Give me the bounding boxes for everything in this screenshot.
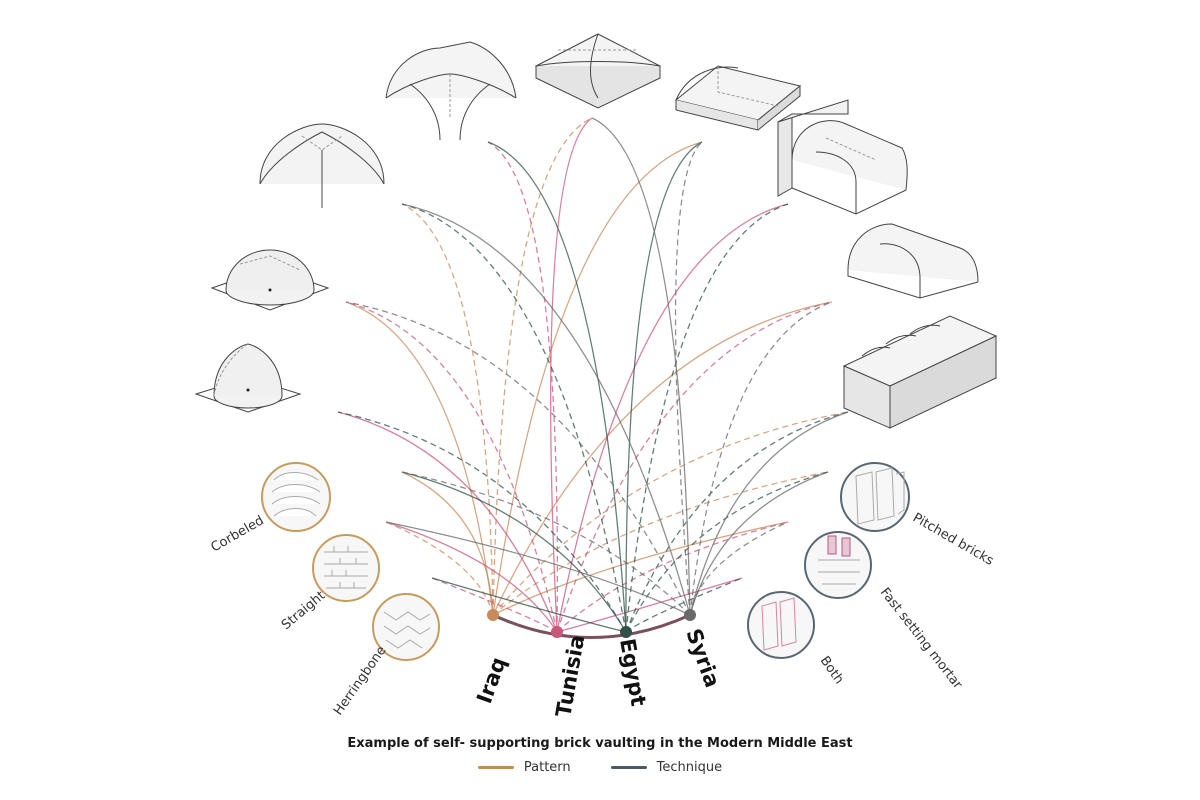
- country-node-tunisia: [551, 626, 563, 638]
- link-iraq-5: [492, 141, 703, 616]
- connection-links: [337, 117, 849, 633]
- link-egypt-9: [431, 577, 627, 633]
- country-label-egypt: Egypt: [615, 637, 650, 708]
- link-iraq-4: [492, 117, 593, 616]
- link-syria-7: [689, 301, 833, 616]
- pattern-label-herringbone: Herringbone: [331, 644, 390, 719]
- link-tunisia-12: [556, 577, 743, 633]
- link-syria-14: [689, 471, 829, 616]
- hemispherical-dome-icon: [210, 249, 330, 311]
- country-node-egypt: [620, 626, 632, 638]
- link-iraq-10: [385, 521, 494, 616]
- corbeled-brick-icon: [271, 472, 321, 517]
- country-labels: Iraq Tunisia Egypt Syria: [472, 626, 724, 719]
- legend: Pattern Technique: [0, 760, 1200, 775]
- link-tunisia-13: [556, 521, 789, 633]
- link-tunisia-0: [337, 411, 558, 633]
- link-iraq-14: [492, 471, 829, 616]
- link-egypt-12: [625, 577, 743, 633]
- groin-vault-icon: [385, 41, 517, 141]
- link-syria-4: [591, 117, 691, 616]
- link-tunisia-6: [556, 203, 789, 633]
- legend-label-pattern: Pattern: [523, 760, 571, 775]
- pyramidal-vault-icon: [534, 33, 662, 109]
- link-syria-11: [401, 471, 691, 616]
- technique-label-both: Both: [817, 654, 847, 687]
- pattern-herringbone: Herringbone: [331, 593, 440, 719]
- link-iraq-8: [492, 411, 849, 616]
- link-iraq-7: [492, 301, 833, 616]
- country-label-tunisia: Tunisia: [551, 633, 589, 719]
- diagram-caption: Example of self- supporting brick vaulti…: [347, 736, 853, 751]
- link-egypt-2: [401, 203, 627, 633]
- pattern-label-corbeled: Corbeled: [209, 513, 267, 555]
- country-node-syria: [684, 609, 696, 621]
- legend-label-technique: Technique: [656, 760, 723, 775]
- link-syria-5: [674, 141, 703, 616]
- link-tunisia-10: [385, 521, 558, 633]
- link-tunisia-1: [345, 301, 558, 633]
- country-spine: [487, 609, 696, 639]
- link-tunisia-4: [550, 117, 593, 633]
- pitched-bricks-icon: [855, 467, 905, 525]
- country-node-iraq: [487, 609, 499, 621]
- multi-barrel-vault-icon: [842, 315, 998, 429]
- barrel-vault-icon: [847, 223, 979, 299]
- link-egypt-11: [401, 471, 627, 633]
- barrel-vault-with-wall-icon: [777, 99, 908, 215]
- link-iraq-11: [401, 471, 494, 616]
- link-tunisia-3: [487, 141, 559, 633]
- legend-swatch-pattern: [477, 766, 514, 769]
- link-egypt-0: [337, 411, 627, 633]
- link-iraq-1: [345, 301, 494, 616]
- link-syria-8: [689, 411, 849, 616]
- country-label-iraq: Iraq: [472, 654, 511, 707]
- technique-label-pitched-bricks: Pitched bricks: [910, 510, 996, 568]
- link-egypt-14: [625, 471, 829, 633]
- both-techniques-icon: [761, 597, 797, 651]
- link-iraq-2: [401, 203, 494, 616]
- legend-swatch-technique: [610, 766, 647, 769]
- country-label-syria: Syria: [681, 626, 724, 691]
- cross-vault-icon: [259, 123, 385, 208]
- spine-arc: [492, 613, 691, 639]
- link-egypt-6: [625, 203, 789, 633]
- technique-label-fast-setting-mortar: Fast setting mortar: [877, 585, 965, 692]
- pattern-corbeled: Corbeled: [209, 462, 331, 555]
- straight-brick-icon: [324, 546, 368, 589]
- legend-item-pattern: Pattern: [477, 760, 571, 775]
- legend-item-technique: Technique: [610, 760, 723, 775]
- fast-setting-mortar-icon: [818, 535, 860, 585]
- link-egypt-8: [625, 411, 849, 633]
- pointed-dome-icon: [194, 343, 302, 413]
- pattern-label-straight: Straight: [279, 588, 328, 633]
- link-syria-10: [385, 521, 691, 616]
- link-egypt-5: [625, 141, 703, 633]
- cloister-vault-icon: [674, 65, 802, 131]
- herringbone-brick-icon: [383, 611, 431, 649]
- technique-both: Both: [747, 591, 847, 687]
- link-syria-2: [401, 203, 691, 616]
- link-tunisia-9: [431, 577, 558, 633]
- link-syria-1: [345, 301, 691, 616]
- link-egypt-3: [487, 141, 627, 633]
- pattern-straight: Straight: [279, 534, 380, 633]
